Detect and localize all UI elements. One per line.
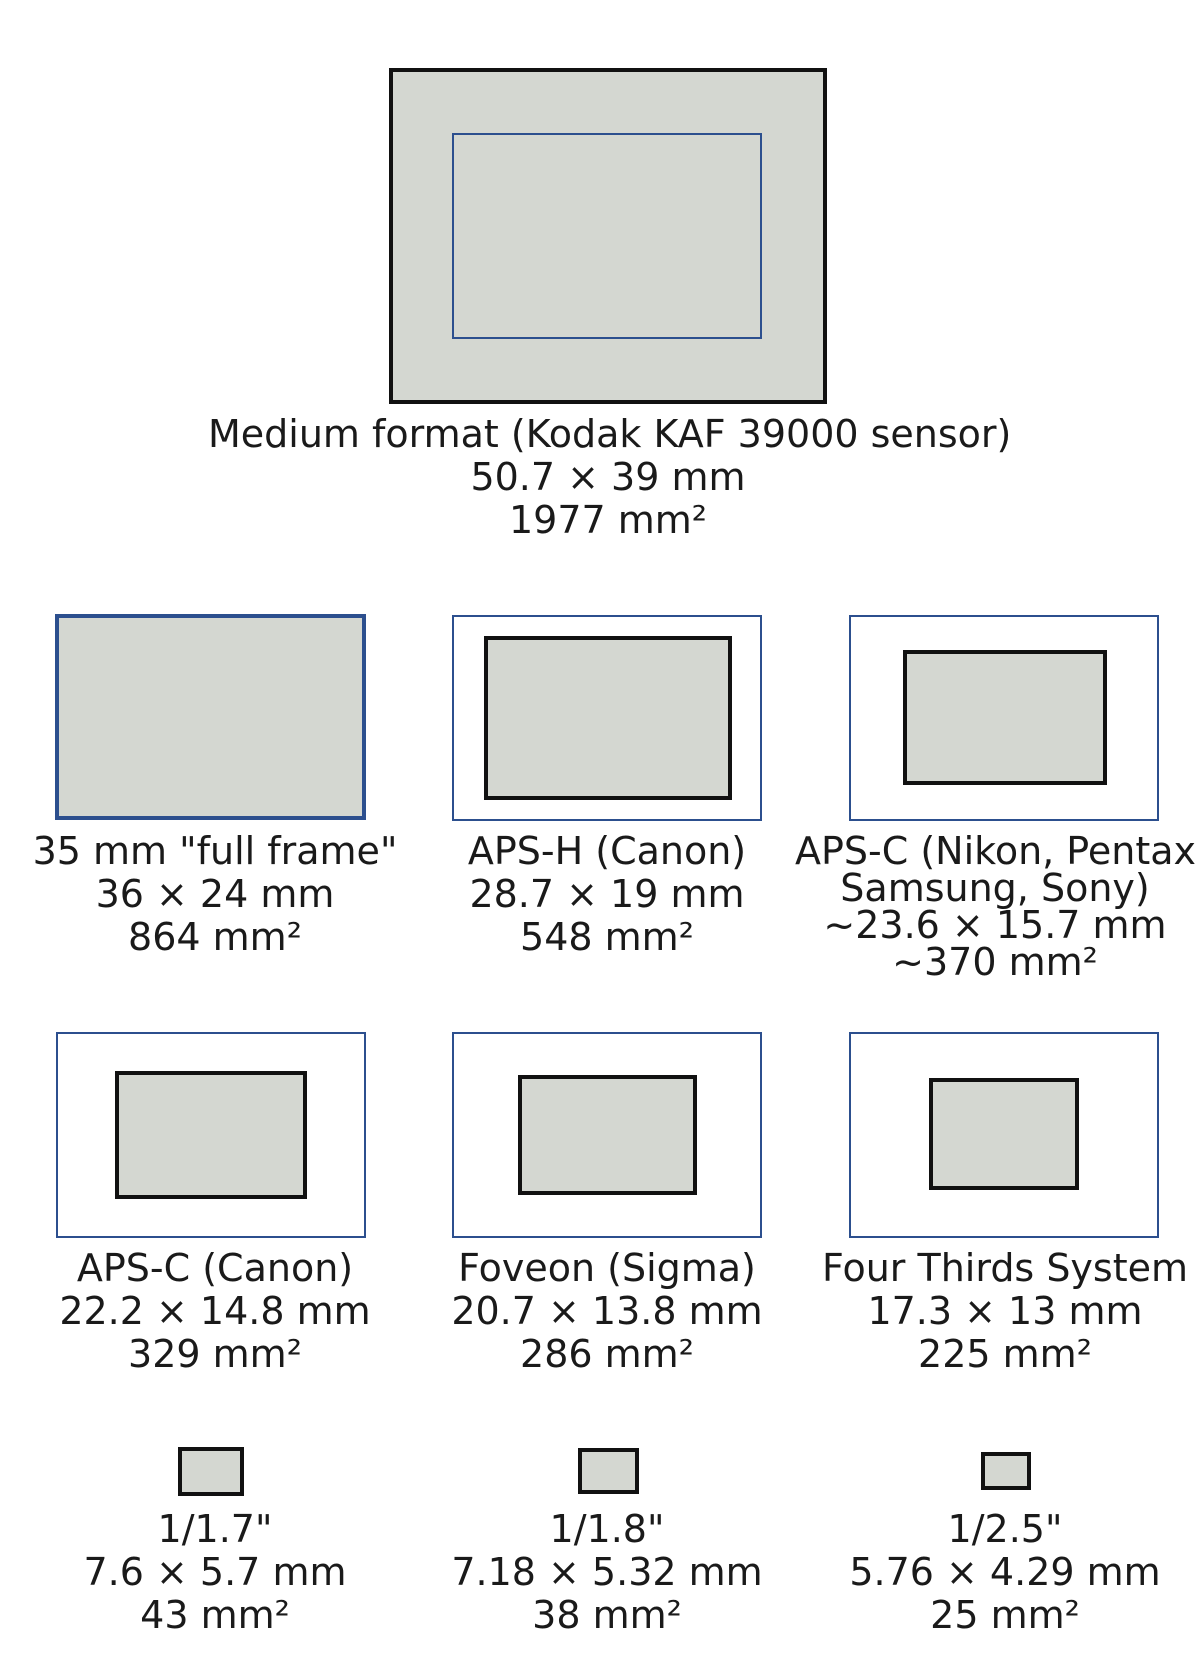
aps-c-nikon-area: ~370 mm²	[892, 940, 1098, 984]
full-frame-label: 35 mm "full frame" 36 × 24 mm 864 mm²	[10, 830, 420, 959]
one-over-1-8-sensor-rect	[578, 1448, 639, 1494]
aps-c-canon-name: APS-C (Canon)	[76, 1246, 354, 1290]
one-over-1-8-area: 38 mm²	[532, 1593, 682, 1637]
aps-c-canon-area: 329 mm²	[128, 1332, 302, 1376]
medium-format-area: 1977 mm²	[508, 498, 708, 542]
aps-h-sensor	[452, 615, 762, 821]
full-frame-sensor-rect	[55, 614, 366, 820]
foveon-sensor	[452, 1032, 762, 1238]
one-over-1-7-name: 1/1.7"	[157, 1507, 273, 1551]
foveon-reference-frame	[452, 1032, 762, 1238]
one-over-2-5-area: 25 mm²	[930, 1593, 1080, 1637]
aps-h-reference-frame	[452, 615, 762, 821]
foveon-sensor-rect	[518, 1075, 697, 1195]
medium-format-sensor-rect	[389, 68, 827, 404]
medium-format-dimensions: 50.7 × 39 mm	[470, 455, 746, 499]
one-over-1-8-label: 1/1.8" 7.18 × 5.32 mm 38 mm²	[407, 1508, 807, 1637]
one-over-2-5-label: 1/2.5" 5.76 × 4.29 mm 25 mm²	[805, 1508, 1200, 1637]
one-over-1-8-name: 1/1.8"	[549, 1507, 665, 1551]
one-over-2-5-name: 1/2.5"	[947, 1507, 1063, 1551]
aps-c-canon-reference-frame	[56, 1032, 366, 1238]
medium-format-name: Medium format (Kodak KAF 39000 sensor)	[208, 412, 1012, 456]
medium-format-sensor	[389, 68, 827, 404]
full-frame-name: 35 mm "full frame"	[32, 829, 398, 873]
aps-h-label: APS-H (Canon) 28.7 × 19 mm 548 mm²	[407, 830, 807, 959]
one-over-1-7-dimensions: 7.6 × 5.7 mm	[83, 1550, 347, 1594]
aps-c-nikon-name-line1: APS-C (Nikon, Pentax	[795, 829, 1197, 873]
aps-h-sensor-rect	[484, 636, 732, 800]
one-over-1-7-label: 1/1.7" 7.6 × 5.7 mm 43 mm²	[10, 1508, 420, 1637]
foveon-area: 286 mm²	[520, 1332, 694, 1376]
aps-c-canon-dimensions: 22.2 × 14.8 mm	[59, 1289, 371, 1333]
four-thirds-area: 225 mm²	[918, 1332, 1092, 1376]
foveon-label: Foveon (Sigma) 20.7 × 13.8 mm 286 mm²	[407, 1247, 807, 1376]
aps-h-name: APS-H (Canon)	[467, 829, 747, 873]
one-over-1-7-sensor-rect	[178, 1447, 244, 1496]
full-frame-overlay-frame	[452, 133, 762, 339]
four-thirds-reference-frame	[849, 1032, 1159, 1238]
aps-c-nikon-reference-frame	[849, 615, 1159, 821]
aps-c-canon-sensor	[56, 1032, 366, 1238]
aps-c-nikon-sensor	[849, 615, 1159, 821]
four-thirds-name: Four Thirds System	[821, 1246, 1189, 1290]
one-over-1-8-dimensions: 7.18 × 5.32 mm	[451, 1550, 763, 1594]
full-frame-sensor	[55, 614, 366, 820]
four-thirds-sensor	[849, 1032, 1159, 1238]
four-thirds-sensor-rect	[929, 1078, 1079, 1190]
one-over-1-7-area: 43 mm²	[140, 1593, 290, 1637]
aps-c-canon-label: APS-C (Canon) 22.2 × 14.8 mm 329 mm²	[10, 1247, 420, 1376]
aps-c-nikon-dimensions: ~23.6 × 15.7 mm	[823, 903, 1167, 947]
aps-c-nikon-name-line2: Samsung, Sony)	[840, 866, 1150, 910]
four-thirds-dimensions: 17.3 × 13 mm	[867, 1289, 1143, 1333]
foveon-name: Foveon (Sigma)	[458, 1246, 756, 1290]
four-thirds-label: Four Thirds System 17.3 × 13 mm 225 mm²	[805, 1247, 1200, 1376]
one-over-2-5-dimensions: 5.76 × 4.29 mm	[849, 1550, 1161, 1594]
full-frame-dimensions: 36 × 24 mm	[95, 872, 335, 916]
aps-c-canon-sensor-rect	[115, 1071, 307, 1199]
full-frame-area: 864 mm²	[128, 915, 302, 959]
one-over-2-5-sensor-rect	[981, 1452, 1031, 1490]
aps-h-area: 548 mm²	[520, 915, 694, 959]
aps-c-nikon-label: APS-C (Nikon, Pentax Samsung, Sony) ~23.…	[795, 829, 1197, 984]
foveon-dimensions: 20.7 × 13.8 mm	[451, 1289, 763, 1333]
aps-c-nikon-sensor-rect	[903, 650, 1107, 785]
medium-format-label: Medium format (Kodak KAF 39000 sensor) 5…	[208, 412, 1012, 542]
aps-h-dimensions: 28.7 × 19 mm	[469, 872, 745, 916]
